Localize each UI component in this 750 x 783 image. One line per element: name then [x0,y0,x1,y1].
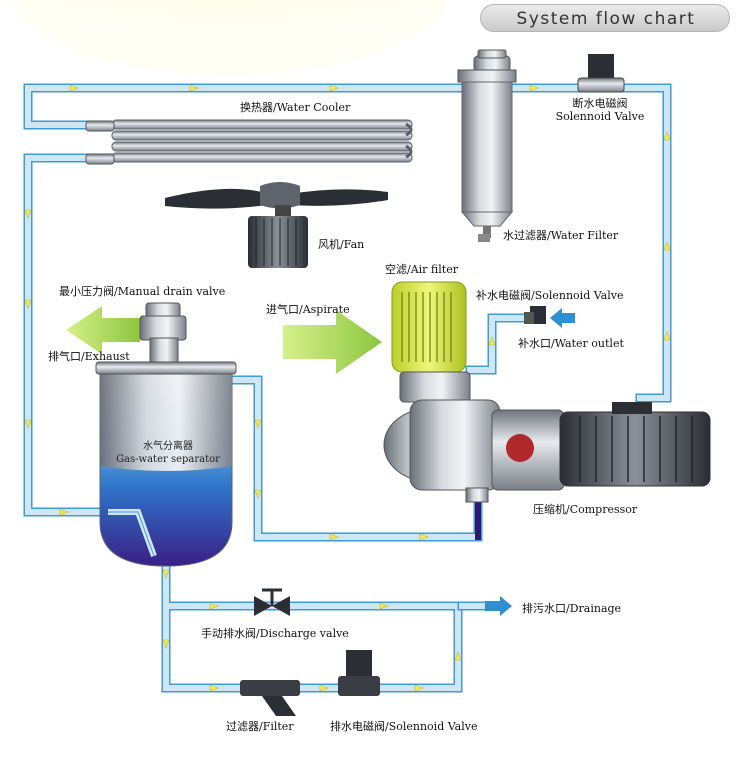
separator-tank [95,361,237,567]
label-refill-solenoid-valve: 补水电磁阀/Solennoid Valve [476,289,624,302]
solenoid-valve-top [577,54,625,93]
label-separator: 水气分离器 Gas-water separator [104,440,232,466]
manual-drain-valve [139,302,187,363]
label-separator-cn: 水气分离器 [143,441,193,452]
label-air-filter: 空滤/Air filter [385,263,458,276]
drainage-arrow [485,596,512,616]
y-filter [240,680,300,716]
label-solenoid-valve-top-cn: 断水电磁阀 [572,97,628,110]
label-drain-solenoid-valve: 排水电磁阀/Solennoid Valve [330,720,478,733]
label-water-filter: 水过滤器/Water Filter [503,229,619,242]
background-blob [11,0,449,75]
label-drainage: 排污水口/Drainage [522,602,622,615]
label-exhaust: 排气口/Exhaust [48,350,130,363]
exhaust-arrow [66,306,140,354]
page-title: System flow chart [516,9,696,29]
pipe-drain-lower [161,601,463,693]
refill-solenoid-valve [524,306,546,324]
label-manual-drain-valve: 最小压力阀/Manual drain valve [59,285,226,298]
label-water-outlet: 补水口/Water outlet [518,337,624,350]
label-filter: 过滤器/Filter [226,720,294,733]
label-separator-en: Gas-water separator [116,454,220,465]
discharge-valve [254,588,290,616]
water-cooler [85,119,413,165]
label-fan: 风机/Fan [318,238,365,251]
water-filter [457,49,517,242]
aspirate-arrow [283,310,382,374]
air-filter [391,281,467,373]
label-solenoid-valve-top-en: Solennoid Valve [555,110,645,123]
label-compressor: 压缩机/Compressor [533,503,638,516]
label-solenoid-valve-top: 断水电磁阀 Solennoid Valve [540,97,660,123]
title-badge: System flow chart [480,4,730,32]
drain-solenoid-valve [338,650,380,696]
label-water-cooler: 换热器/Water Cooler [240,101,351,114]
label-aspirate: 进气口/Aspirate [266,303,350,316]
flow-arrows [24,84,671,692]
water-outlet-arrow [550,308,575,328]
fan [165,182,388,268]
compressor [383,371,711,503]
label-discharge-valve: 手动排水阀/Discharge valve [201,627,349,640]
pipe-network [23,83,672,693]
